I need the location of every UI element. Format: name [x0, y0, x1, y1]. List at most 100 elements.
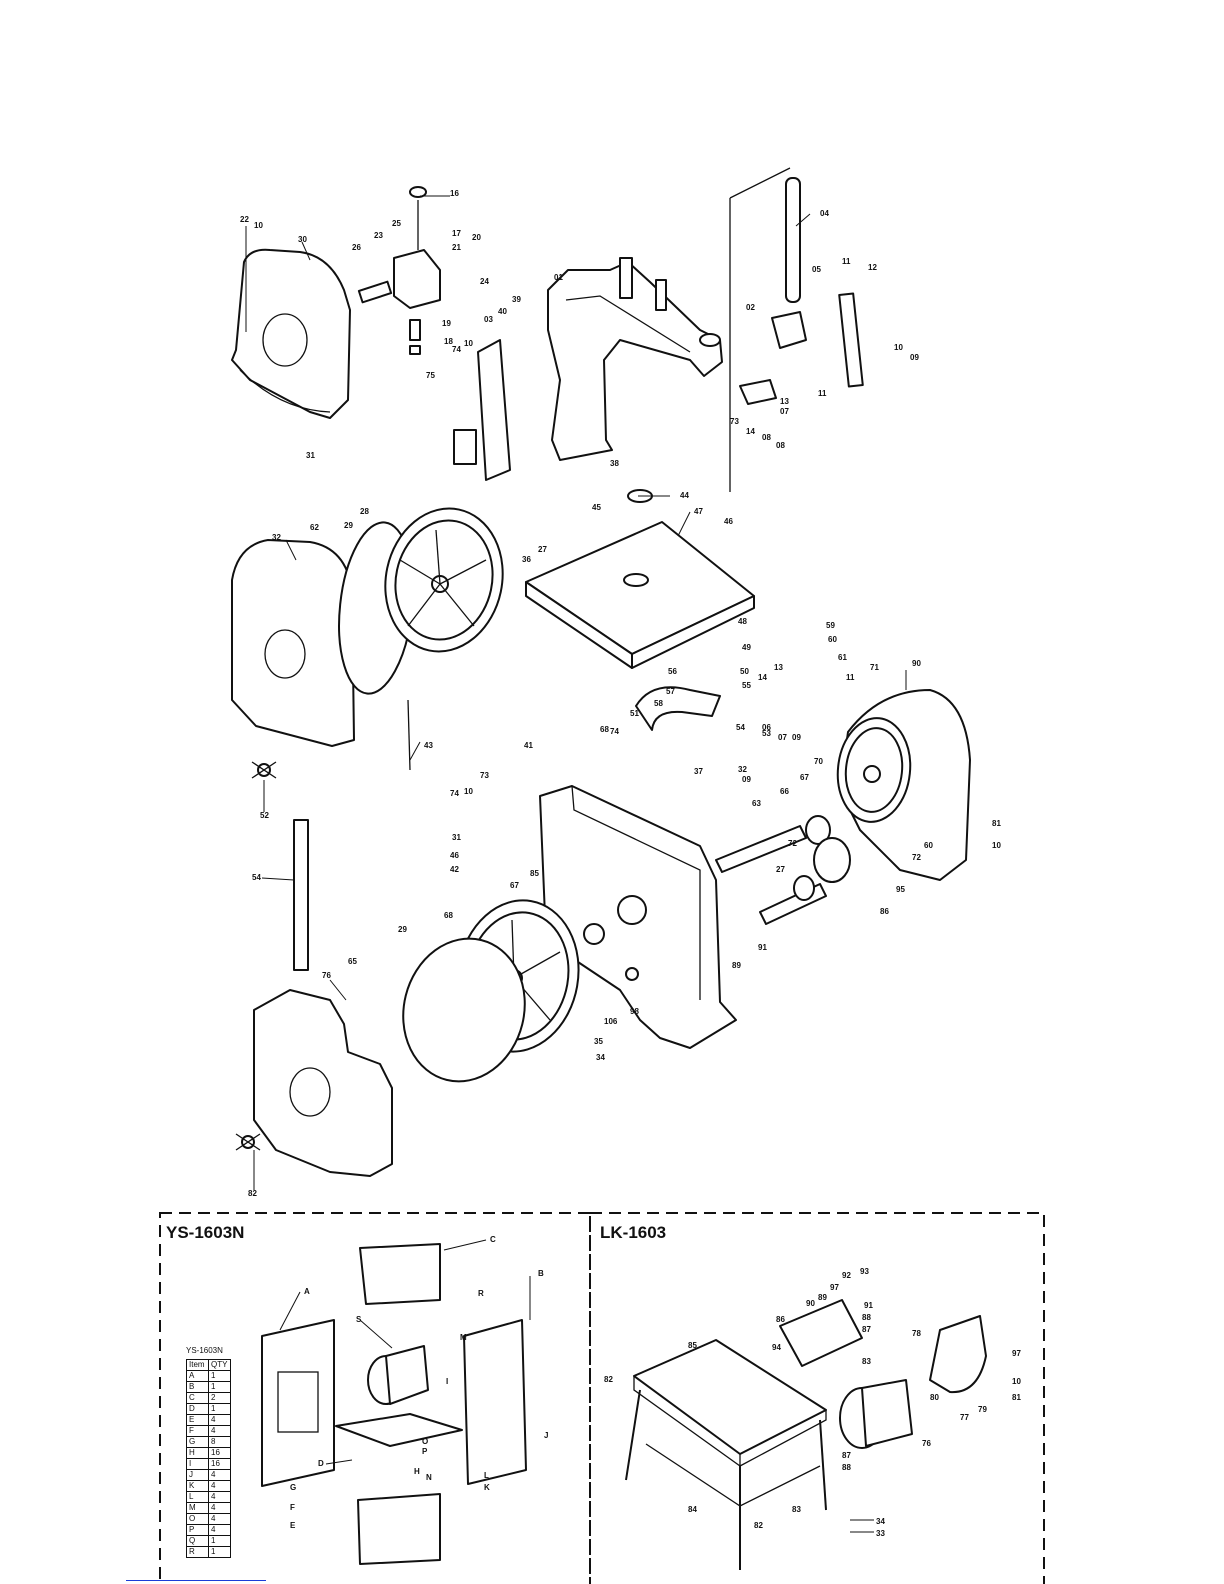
callout: 27 — [776, 865, 785, 874]
callout: 26 — [352, 243, 361, 252]
callout: 12 — [868, 263, 877, 272]
callout: 82 — [604, 1375, 613, 1384]
callout: 55 — [742, 681, 751, 690]
callout: 04 — [820, 209, 829, 218]
callout: 19 — [442, 319, 451, 328]
callout: 84 — [688, 1505, 697, 1514]
cell-item: M — [186, 1502, 209, 1514]
callout: 30 — [298, 235, 307, 244]
callout: 05 — [812, 265, 821, 274]
callout: 50 — [740, 667, 749, 676]
callout: N — [426, 1473, 432, 1482]
callout: 66 — [780, 787, 789, 796]
callout: K — [484, 1483, 490, 1492]
callout: 41 — [524, 741, 533, 750]
callout: 86 — [880, 907, 889, 916]
cell-qty: 4 — [208, 1480, 231, 1492]
callout: 70 — [814, 757, 823, 766]
cell-item: R — [186, 1546, 209, 1558]
ys-stand-side-left — [261, 1319, 335, 1487]
drive-shaft-assembly — [715, 815, 851, 925]
callout: 03 — [484, 315, 493, 324]
callout: 87 — [862, 1325, 871, 1334]
cell-item: Q — [186, 1535, 209, 1547]
callout: 11 — [818, 389, 827, 398]
callout: 02 — [746, 303, 755, 312]
callout: 49 — [742, 643, 751, 652]
callout: 59 — [826, 621, 835, 630]
work-table — [525, 489, 755, 669]
callout: 91 — [864, 1301, 873, 1310]
callout: 20 — [472, 233, 481, 242]
callout: 29 — [398, 925, 407, 934]
guide-bracket — [739, 292, 864, 405]
lower-tire — [402, 937, 526, 1083]
callout: 85 — [530, 869, 539, 878]
blade-guard-assembly — [357, 186, 441, 355]
callout: H — [414, 1467, 420, 1476]
callout: F — [290, 1503, 295, 1512]
callout: D — [318, 1459, 324, 1468]
callout: 97 — [1012, 1349, 1021, 1358]
callout: 54 — [736, 723, 745, 732]
callout: 74 — [610, 727, 619, 736]
lk-belt-guard — [929, 1315, 987, 1394]
callout: 46 — [724, 517, 733, 526]
callout: 71 — [870, 663, 879, 672]
callout: 45 — [592, 503, 601, 512]
lk-motor — [839, 1379, 913, 1449]
callout: 06 — [762, 723, 771, 732]
callout: 88 — [842, 1463, 851, 1472]
cell-item: F — [186, 1425, 209, 1437]
cell-qty: 16 — [208, 1447, 231, 1459]
callout: 14 — [758, 673, 767, 682]
callout: S — [356, 1315, 362, 1324]
upper-rear-cover — [231, 248, 351, 419]
callout: 73 — [480, 771, 489, 780]
ys-1603n-panel-border — [159, 1212, 591, 1584]
callout: 95 — [896, 885, 905, 894]
callout: 07 — [780, 407, 789, 416]
callout: 89 — [732, 961, 741, 970]
callout: 14 — [746, 427, 755, 436]
callout: 11 — [846, 673, 855, 682]
callout: 21 — [452, 243, 461, 252]
cell-qty: 1 — [208, 1546, 231, 1558]
callout: 90 — [912, 659, 921, 668]
callout: 97 — [830, 1283, 839, 1292]
callout: 40 — [498, 307, 507, 316]
callout: 54 — [252, 873, 261, 882]
callout: I — [446, 1377, 448, 1386]
cell-qty: 4 — [208, 1502, 231, 1514]
callout: 51 — [630, 709, 639, 718]
callout: 87 — [842, 1451, 851, 1460]
callout: 11 — [842, 257, 851, 266]
callout: 73 — [730, 417, 739, 426]
callout: 74 — [452, 345, 461, 354]
cell-item: K — [186, 1480, 209, 1492]
qty-table-header-qty: QTY — [208, 1359, 231, 1371]
callout: 98 — [630, 1007, 639, 1016]
callout: 80 — [930, 1393, 939, 1402]
lk-stand — [625, 1339, 827, 1570]
main-frame — [539, 785, 737, 1049]
belt-guard — [836, 689, 971, 881]
callout: 57 — [666, 687, 675, 696]
callout: 32 — [738, 765, 747, 774]
callout: 65 — [348, 957, 357, 966]
callout: 106 — [604, 1017, 618, 1026]
callout: 58 — [654, 699, 663, 708]
callout: 10 — [464, 339, 473, 348]
callout: A — [304, 1287, 310, 1296]
callout: 67 — [510, 881, 519, 890]
callout: 22 — [240, 215, 249, 224]
